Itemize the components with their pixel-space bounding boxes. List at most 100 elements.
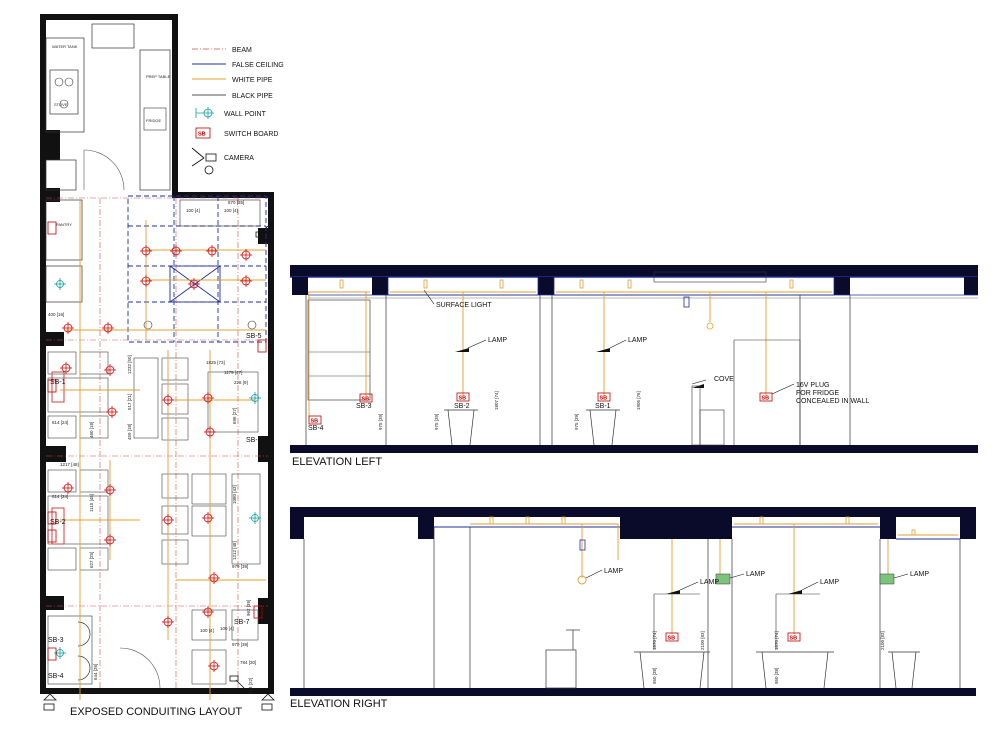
svg-text:SB: SB: [762, 396, 770, 402]
svg-text:FALSE CEILING: FALSE CEILING: [232, 62, 284, 69]
floor-slab: [290, 445, 978, 453]
door-swing: [119, 647, 161, 689]
slab: [290, 507, 976, 517]
svg-text:SB: SB: [600, 396, 608, 402]
pendant: [706, 322, 714, 330]
sb-5-label: SB-5: [246, 333, 262, 340]
sb-1-elev-label: SB-1: [595, 403, 611, 410]
sb-6-label: SB-6: [246, 437, 262, 444]
wall: [172, 192, 274, 198]
elev-left-switchboards: SB SB SB SB SB: [308, 392, 773, 425]
burner: [64, 77, 74, 87]
svg-text:627 [25]: 627 [25]: [89, 552, 94, 568]
wc: [77, 655, 91, 681]
svg-text:870 [35]: 870 [35]: [228, 200, 244, 205]
svg-text:WHITE PIPE: WHITE PIPE: [232, 77, 273, 84]
beam: [834, 277, 850, 295]
bench: [51, 507, 65, 545]
light-point: [162, 394, 174, 406]
legend-false-ceiling: FALSE CEILING: [192, 62, 284, 69]
svg-text:1807 [74]: 1807 [74]: [494, 391, 499, 410]
light-point: [102, 322, 114, 334]
burner: [54, 77, 64, 87]
lamp-label: LAMP: [604, 568, 623, 575]
fixture: [143, 320, 153, 330]
light-point: [204, 426, 216, 438]
column: [40, 188, 60, 202]
beam-lines: [46, 197, 268, 688]
legend-beam: BEAM: [192, 47, 252, 54]
light-points: [60, 245, 252, 672]
column: [40, 446, 66, 462]
legend-white-pipe: WHITE PIPE: [192, 77, 273, 84]
elevation-right: LAMP LAMP LAMP LAMP LAMP SB SB: [290, 507, 976, 710]
ac-unit: [653, 271, 767, 283]
svg-text:CAMERA: CAMERA: [224, 155, 254, 162]
svg-text:975 [39]: 975 [39]: [574, 414, 579, 430]
svg-text:1080 [43]: 1080 [43]: [232, 485, 237, 504]
camera-icon: [255, 225, 269, 238]
floor-plan: SB-1 SB-2 SB-3 SB-4 SB-5 SB-6 SB-7 100 […: [40, 14, 275, 718]
light-point: [208, 572, 220, 584]
svg-text:459 [18]: 459 [18]: [127, 424, 132, 440]
elev-right-switchboards: SB SB: [665, 632, 801, 642]
bench: [51, 371, 65, 403]
sb-4-label: SB-4: [48, 673, 64, 680]
wall-point: [249, 392, 261, 404]
beam: [880, 517, 896, 539]
svg-text:100 [4]: 100 [4]: [224, 208, 238, 213]
cove-label: COVE: [714, 376, 734, 383]
light-point: [104, 364, 116, 376]
sb-7-label: SB-7: [234, 619, 250, 626]
door-swing: [83, 149, 125, 191]
wall: [40, 14, 46, 694]
lamp-shade: [788, 590, 802, 594]
svg-text:1217 [48]: 1217 [48]: [60, 462, 79, 467]
room-text: FRIDGE: [146, 118, 161, 123]
wall: [40, 14, 178, 20]
sb-2-elev-label: SB-2: [454, 403, 470, 410]
wall-lamp: [715, 573, 731, 585]
white-pipe-runs: [470, 523, 958, 634]
svg-text:228 [9]: 228 [9]: [234, 380, 248, 385]
beam: [290, 517, 304, 539]
room-text: WATER TANK: [52, 44, 78, 49]
surface-light-stubs: [339, 279, 794, 289]
svg-text:950 [38]: 950 [38]: [774, 668, 779, 684]
elevation-left-title: ELEVATION LEFT: [292, 456, 382, 468]
counter: [45, 37, 85, 133]
pendant: [577, 575, 587, 585]
light-point: [62, 322, 74, 334]
plan-dimensions: 100 [4] 870 [35] 100 [4] 400 [16] 1825 […: [48, 200, 256, 694]
sb-2-label: SB-2: [50, 519, 66, 526]
light-point: [104, 534, 116, 546]
sb-3-elev-label: SB-3: [356, 403, 372, 410]
svg-text:1179 [47]: 1179 [47]: [224, 370, 242, 375]
light-point: [240, 275, 252, 287]
sb-1-label: SB-1: [50, 379, 66, 386]
svg-text:979 [39]: 979 [39]: [232, 564, 248, 569]
light-point: [188, 278, 200, 290]
beam: [292, 277, 308, 295]
lamp-shade: [455, 348, 469, 352]
elevation-left: LAMP LAMP SURFACE LIGHT COVE 16V PLUG FO…: [290, 265, 978, 468]
svg-text:962 [39]: 962 [39]: [246, 600, 251, 616]
lamp-label: LAMP: [700, 579, 719, 586]
svg-text:975 [39]: 975 [39]: [434, 414, 439, 430]
sink: [91, 23, 135, 49]
light-point: [60, 362, 72, 374]
light-point: [162, 616, 174, 628]
plan-switchboards: [47, 221, 267, 661]
svg-text:1115 [45]: 1115 [45]: [89, 494, 94, 512]
surface-light-label: SURFACE LIGHT: [436, 302, 492, 309]
svg-text:614 [24]: 614 [24]: [52, 494, 68, 499]
light-point: [202, 606, 214, 618]
camera-icon: [229, 675, 245, 689]
lamp-label: LAMP: [746, 571, 765, 578]
svg-text:553 [22]: 553 [22]: [248, 678, 253, 694]
light-point: [106, 406, 118, 418]
svg-text:460 [18]: 460 [18]: [89, 422, 94, 438]
fridge: [143, 107, 167, 131]
svg-text:1212 [48]: 1212 [48]: [232, 541, 237, 560]
